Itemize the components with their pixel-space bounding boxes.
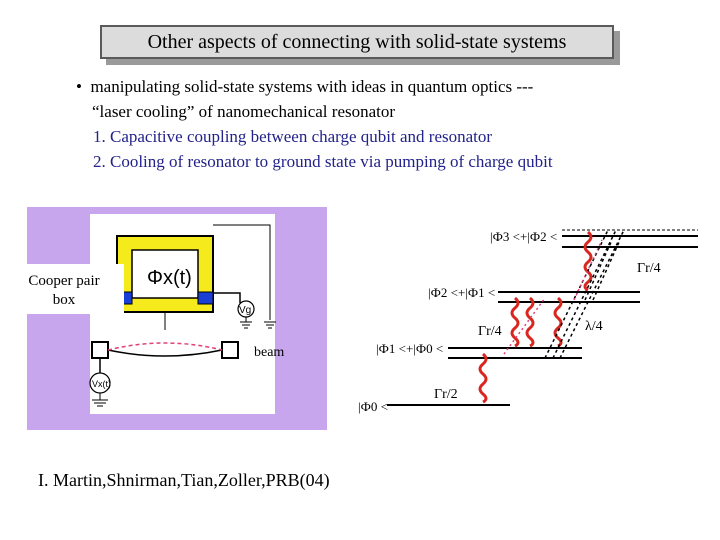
- cooper-pair-box: [116, 235, 214, 313]
- slide-title: Other aspects of connecting with solid-s…: [100, 25, 620, 65]
- cooper-label-bg: [14, 264, 124, 314]
- lambda-label: λ/4: [585, 319, 603, 334]
- vx-label: Vx(t): [92, 379, 111, 389]
- energy-level-diagram: [387, 229, 698, 406]
- cooper-pair-label: Cooper pair: [28, 273, 99, 289]
- title-text: Other aspects of connecting with solid-s…: [147, 30, 567, 53]
- rate-label-top: Γr/4: [637, 261, 661, 276]
- level-1-label: |Ф1 <+|Ф0 <: [376, 341, 443, 356]
- decay-arrows: [478, 230, 593, 404]
- level-3-label: |Ф3 <+|Ф2 <: [490, 229, 557, 244]
- numbered-item-1: 1. Capacitive coupling between charge qu…: [93, 127, 493, 146]
- title-box: Other aspects of connecting with solid-s…: [100, 25, 614, 59]
- phi-label: Φx(t): [147, 267, 192, 289]
- bullet-list: • manipulating solid-state systems with …: [76, 74, 553, 174]
- rate-label-mid: Γr/4: [478, 324, 502, 339]
- beam-clamp-left: [91, 341, 109, 359]
- cooper-box-label: box: [53, 292, 76, 308]
- bullet-main-text: manipulating solid-state systems with id…: [90, 77, 534, 96]
- beam-displaced: [107, 342, 223, 351]
- bullet-main: • manipulating solid-state systems with …: [76, 77, 534, 96]
- beam-line: [107, 349, 223, 357]
- numbered-item-2: 2. Cooling of resonator to ground state …: [93, 152, 553, 171]
- pump-arrows: [544, 229, 625, 359]
- beam-label: beam: [254, 345, 284, 360]
- physics-figure: Φx(t) Vg beam Vx(t) Cooper pair box |Ф3 …: [14, 207, 698, 430]
- citation: I. Martin,Shnirman,Tian,Zoller,PRB(04): [38, 470, 330, 490]
- josephson-junction-right: [197, 291, 214, 305]
- rate-label-bottom: Γr/2: [434, 387, 458, 402]
- beam-clamp-right: [221, 341, 239, 359]
- level-0-label: |Ф0 <: [358, 399, 388, 414]
- level-2-label: |Ф2 <+|Ф1 <: [428, 285, 495, 300]
- bullet-main-continued: “laser cooling” of nanomechanical resona…: [92, 102, 396, 121]
- vg-label: Vg: [239, 305, 251, 316]
